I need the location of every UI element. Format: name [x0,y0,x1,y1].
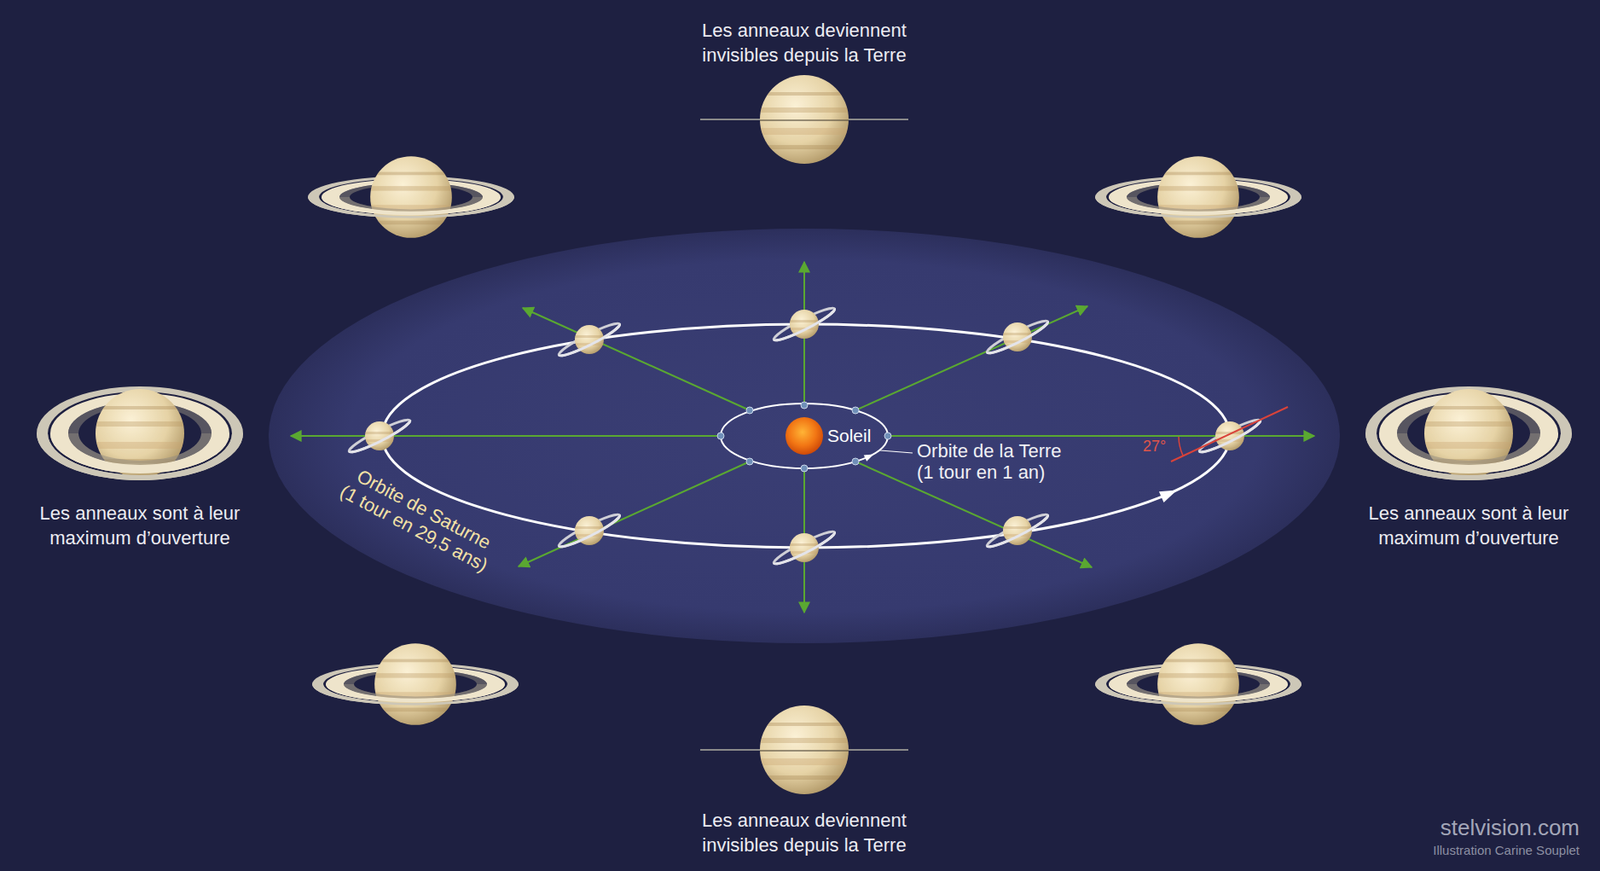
saturn-half-open [312,643,519,725]
saturn-open-rings [36,386,244,481]
phase-note: Les anneaux sont à leur maximum d’ouvert… [1357,501,1580,551]
earth-dots [717,401,892,472]
orbit-label: Orbite de la Terre (1 tour en 1 an) [916,440,1075,484]
phase-note: Les anneaux sont à leur maximum d’ouvert… [28,501,251,551]
saturn-half-open [1095,156,1302,238]
credit: Illustration Carine Souplet [1432,842,1580,858]
orbit-arrowhead [1159,484,1180,503]
phase-note: Les anneaux deviennent invisibles depuis… [689,18,920,68]
angle-label: 27° [1142,437,1166,457]
orbit-label: Orbite de Saturne (1 tour en 29,5 ans) [335,460,504,577]
saturn-orbit [382,324,1230,548]
leader-line [880,450,913,453]
saturn-on-orbit [347,303,1264,568]
saturn-half-open [1095,643,1302,725]
sun [785,417,824,455]
phase-note: Les anneaux deviennent invisibles depuis… [689,808,920,858]
watermark: stelvision.com [1440,814,1580,841]
saturn-open-rings [1365,386,1572,481]
tilt-angle [1171,406,1288,462]
green-arrows [290,261,1315,613]
orbit-arrowhead [863,451,876,462]
earth-orbit [720,403,888,469]
saturn-edge-on [700,705,909,795]
saturn-half-open [307,156,515,238]
saturn-edge-on [700,75,909,164]
sun-label: Soleil [827,424,871,447]
orbital-plane [268,228,1340,644]
